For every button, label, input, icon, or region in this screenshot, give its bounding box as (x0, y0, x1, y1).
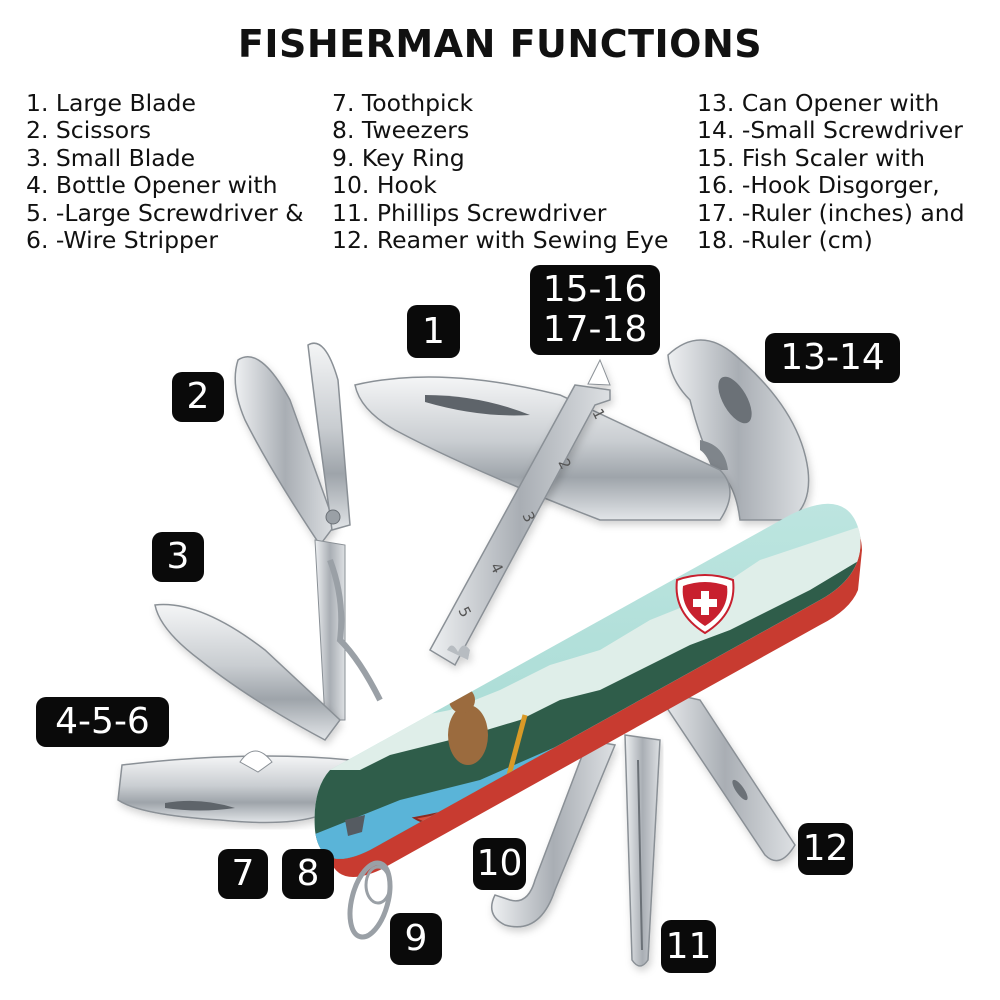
function-item: 8. Tweezers (332, 116, 470, 145)
callout-7: 7 (218, 849, 268, 899)
function-item: 1. Large Blade (26, 89, 196, 117)
screwdriver-slot (165, 800, 235, 811)
fish-scaler-tool (428, 358, 611, 667)
function-item: 3. Small Blade (26, 143, 196, 172)
can-opener-hook (700, 440, 728, 470)
callout-1: 1 (407, 305, 460, 358)
function-item: 11. Phillips Screwdriver (332, 198, 607, 227)
function-item: 14. -Small Screwdriver (697, 116, 963, 145)
function-item: 15. Fish Scaler with (697, 143, 926, 172)
function-item: 2. Scissors (26, 116, 152, 145)
function-item: 7. Toothpick (332, 89, 474, 117)
function-item: 16. -Hook Disgorger, (697, 171, 940, 200)
key-ring (347, 860, 393, 940)
callout-11: 11 (661, 920, 716, 973)
hook-tool (490, 739, 617, 928)
knife-handle (314, 503, 861, 859)
callout-3: 3 (152, 532, 204, 582)
function-item: 5. -Large Screwdriver & (26, 198, 304, 227)
phillips-screwdriver-tool (624, 734, 661, 967)
wire-stripper-notch (239, 750, 273, 773)
page-title: FISHERMAN FUNCTIONS (237, 22, 763, 66)
callout-15-18: 15-16 17-18 (530, 265, 660, 355)
function-item: 18. -Ruler (cm) (697, 226, 873, 255)
function-item: 6. -Wire Stripper (26, 226, 219, 255)
function-item: 13. Can Opener with (697, 89, 940, 117)
function-item: 12. Reamer with Sewing Eye (332, 226, 669, 255)
callout-13-14: 13-14 (765, 333, 900, 383)
function-item: 17. -Ruler (inches) and (697, 198, 965, 227)
toothpick-tip (345, 815, 365, 836)
scissors-blade-left (234, 356, 336, 547)
function-list-column-3: 13. Can Opener with 14. -Small Screwdriv… (697, 89, 965, 255)
can-opener-slot (718, 376, 752, 424)
callout-12: 12 (798, 823, 853, 875)
hook-disgorger-notch (587, 358, 611, 386)
callout-15-16: 15-16 (542, 269, 648, 310)
callout-10: 10 (473, 838, 526, 890)
function-list-column-2: 7. Toothpick 8. Tweezers 9. Key Ring 10.… (332, 89, 669, 255)
function-list-column-1: 1. Large Blade 2. Scissors 3. Small Blad… (26, 89, 304, 255)
swiss-shield-logo (675, 574, 735, 635)
callout-4-5-6: 4-5-6 (36, 697, 169, 747)
small-blade-tool (154, 603, 342, 741)
scissors-pivot (325, 509, 341, 525)
callout-17-18: 17-18 (542, 309, 648, 350)
reamer-tool (653, 688, 796, 862)
scissors-spring (327, 558, 383, 702)
sewing-eye (732, 779, 748, 801)
function-item: 9. Key Ring (332, 143, 465, 172)
callout-2: 2 (172, 372, 224, 422)
function-item: 10. Hook (332, 171, 437, 200)
large-blade-nail-nick (425, 395, 530, 416)
callout-9: 9 (390, 913, 442, 965)
callout-8: 8 (282, 849, 334, 899)
function-item: 4. Bottle Opener with (26, 171, 278, 200)
